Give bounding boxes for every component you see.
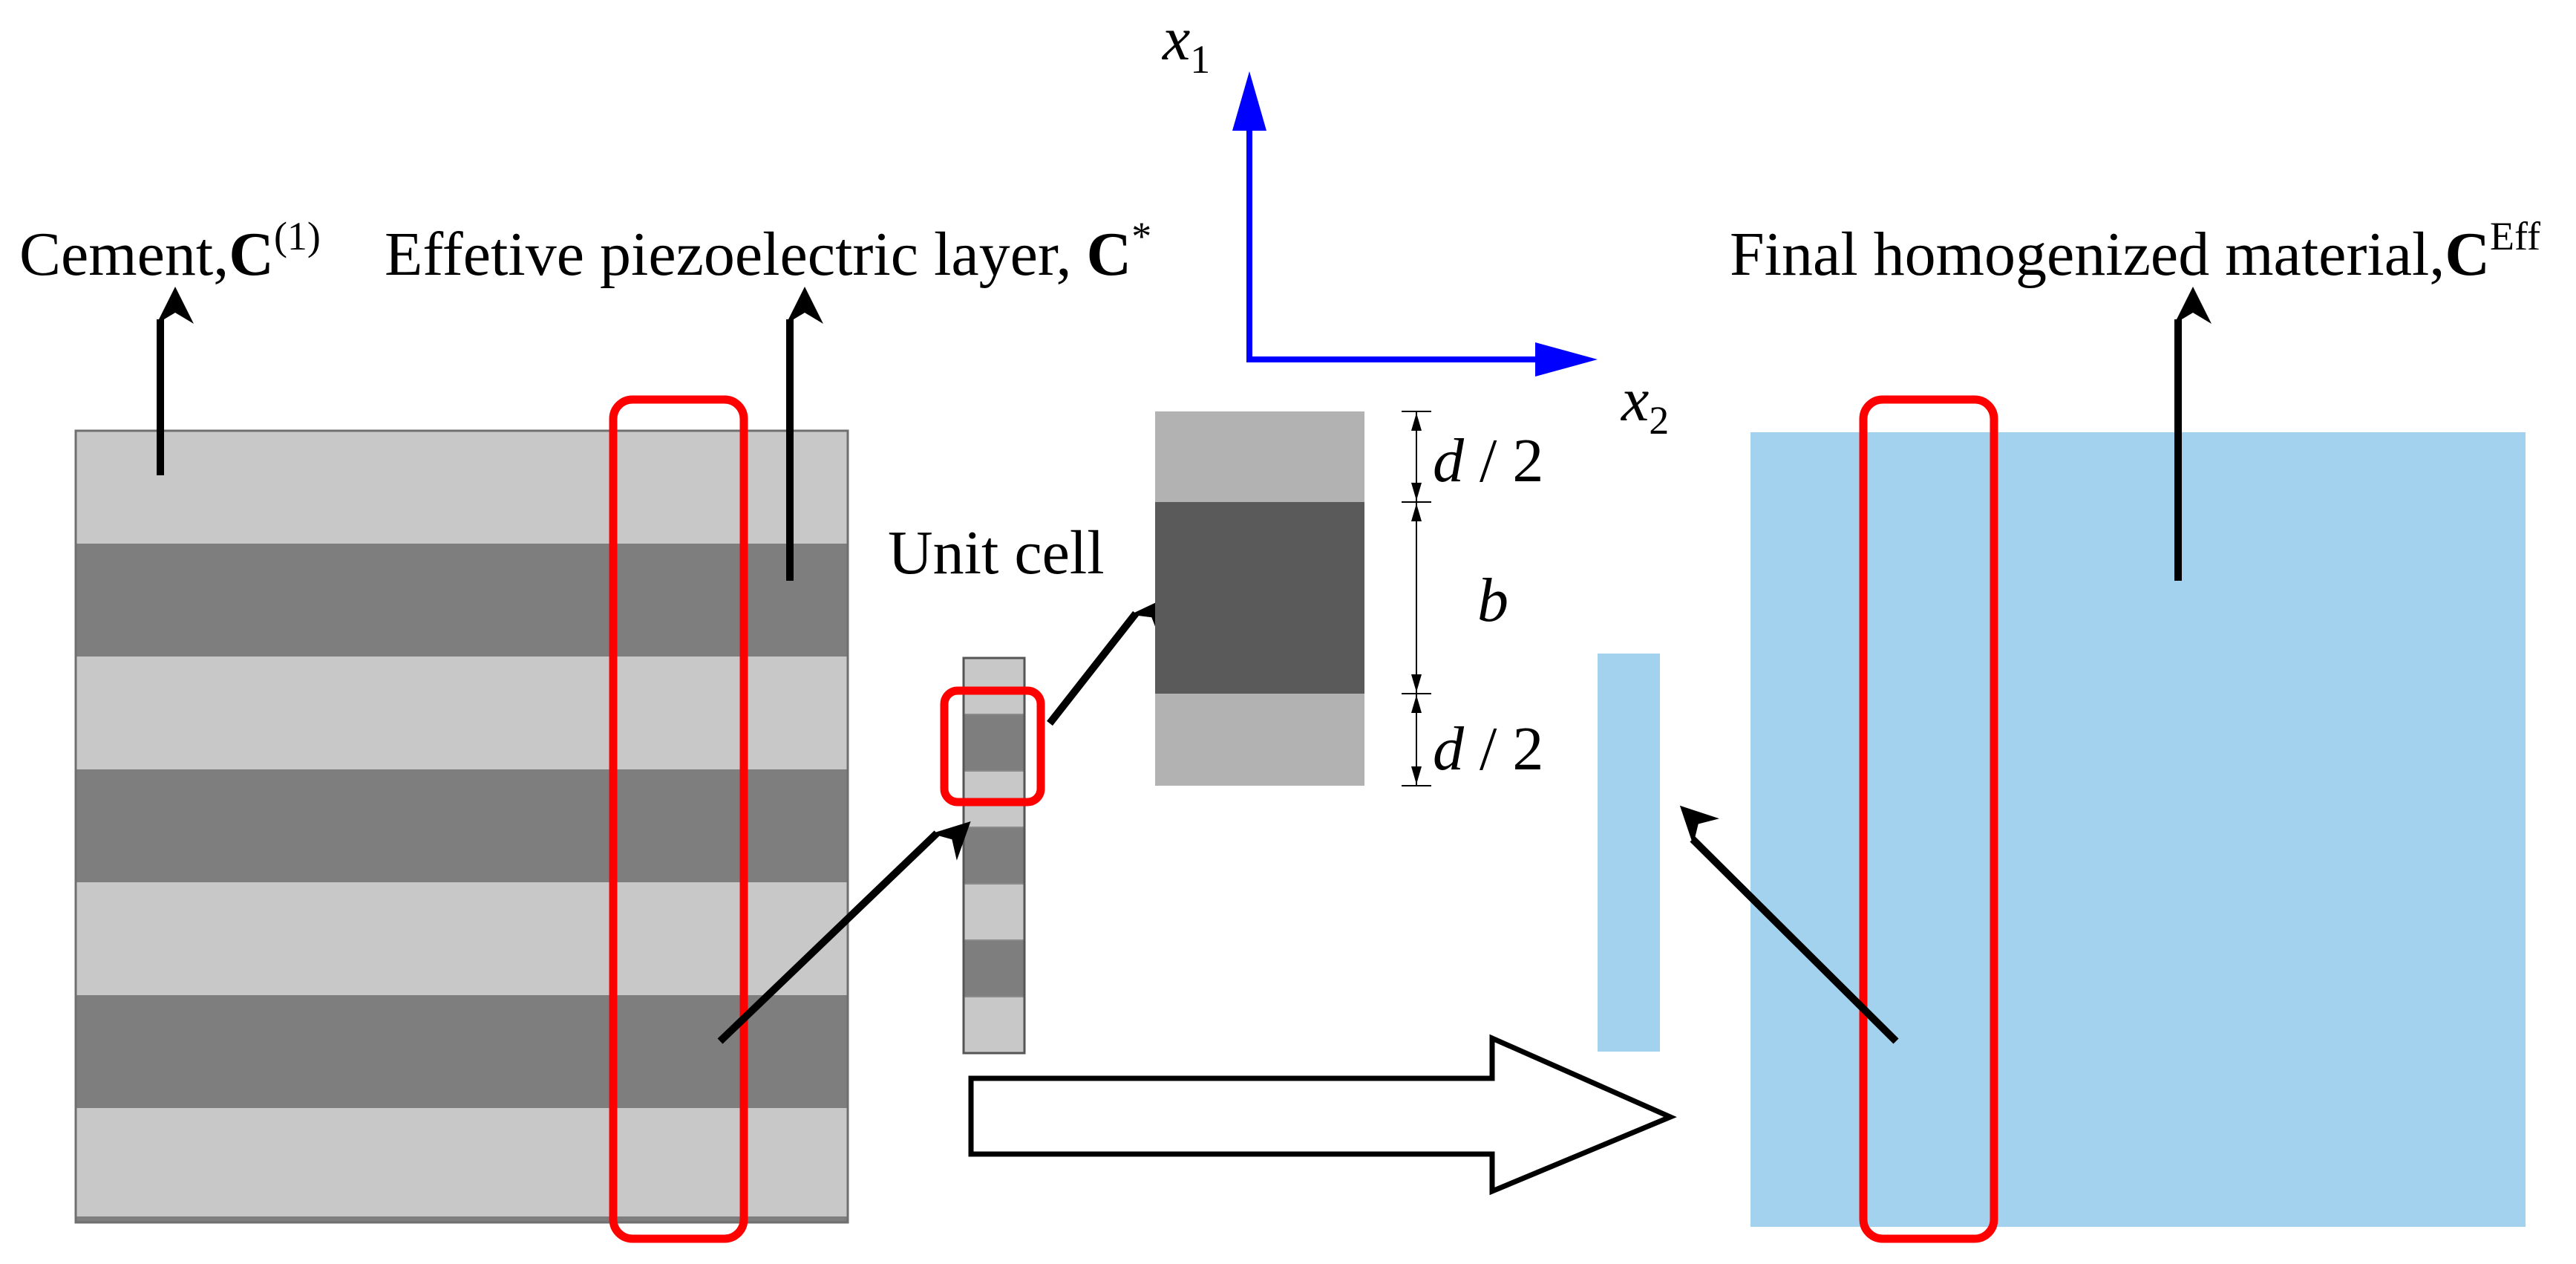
dimension-top-label: d / 2	[1433, 426, 1543, 495]
composite-highlight-box	[609, 395, 748, 1243]
dimension-arrowhead	[1411, 695, 1422, 713]
x1-axis-sub: 1	[1190, 37, 1210, 82]
dimension-top-var: d	[1433, 426, 1465, 495]
homogenized-to-strip-arrow	[1679, 805, 1899, 1044]
unit-cell-to-detail-arrow	[1047, 596, 1168, 726]
effective-layer-label: Effetive piezoelectric layer,C*	[385, 214, 1151, 289]
composite-layer-dark	[76, 769, 848, 882]
unit-cell-label: Unit cell	[888, 518, 1105, 587]
dimension-arrowhead	[1411, 483, 1422, 501]
dimension-arrowhead	[1411, 413, 1422, 431]
strip-layer-dark	[964, 940, 1024, 997]
strip-layer-dark	[964, 714, 1024, 771]
cement-label: Cement,C(1)	[19, 214, 321, 289]
dimension-middle-label: b	[1477, 566, 1508, 635]
final-material-label: Final homogenized material,CEff	[1730, 214, 2540, 289]
effective-layer-symbol: C	[1087, 220, 1132, 289]
cement-symbol: C	[229, 220, 274, 289]
unit-cell-top-half-layer	[1155, 411, 1364, 502]
effective-layer-label-text: Effetive piezoelectric layer,	[385, 220, 1072, 289]
homogenized-strip	[1598, 654, 1660, 1052]
dimension-bottom-label: d / 2	[1433, 714, 1543, 784]
x1-axis-arrowhead	[1232, 71, 1266, 131]
strip-layer-light	[964, 884, 1024, 940]
composite-layer-light	[76, 1108, 848, 1221]
composite-layer-light	[76, 657, 848, 769]
composite-layer-dark	[76, 995, 848, 1108]
x2-axis-arrowhead	[1535, 342, 1598, 377]
strip-layer-light	[964, 658, 1024, 714]
homogenization-process-arrow	[968, 1034, 1677, 1196]
composite-strip	[940, 657, 1045, 1055]
composite-layer-light	[76, 882, 848, 995]
composite-outline	[74, 429, 849, 1224]
unit-cell-bottom-half-layer	[1155, 694, 1364, 786]
dimension-arrowhead	[1411, 766, 1422, 784]
homogenized-highlight-box	[1859, 395, 1998, 1243]
final-material-superscript: Eff	[2490, 214, 2540, 258]
dimension-top-rest: / 2	[1464, 426, 1543, 495]
effective-layer-superscript: *	[1131, 214, 1151, 258]
homogenized-block	[1750, 432, 2526, 1227]
strip-layer-light	[964, 997, 1024, 1053]
cement-label-text: Cement,	[19, 220, 229, 289]
x1-axis-label: x1	[1161, 4, 1210, 82]
unit-cell-detail	[1155, 411, 1364, 786]
dimension-arrowhead	[1411, 674, 1422, 692]
strip-layer-dark	[964, 827, 1024, 884]
final-material-symbol: C	[2445, 220, 2490, 289]
dimension-line	[1402, 411, 1431, 786]
unit-cell-middle-layer	[1155, 502, 1364, 694]
layered-composite	[74, 395, 849, 1243]
coordinate-axes	[1232, 71, 1598, 377]
x2-axis-sub: 2	[1649, 398, 1669, 443]
final-material-label-text: Final homogenized material,	[1730, 220, 2445, 289]
cement-superscript: (1)	[274, 214, 321, 258]
unit-cell-highlight-box	[940, 686, 1045, 807]
x1-axis-var: x	[1161, 4, 1190, 74]
composite-layer-dark	[76, 544, 848, 657]
x2-axis-var: x	[1620, 365, 1649, 434]
composite-bottom-edge	[76, 1216, 848, 1222]
composite-to-strip-arrow	[717, 821, 971, 1044]
x2-axis-label: x2	[1620, 365, 1669, 443]
dimension-arrowhead	[1411, 504, 1422, 521]
composite-layer-light	[76, 431, 848, 544]
dimension-bottom-var: d	[1433, 714, 1465, 784]
dimension-bottom-rest: / 2	[1464, 714, 1543, 784]
